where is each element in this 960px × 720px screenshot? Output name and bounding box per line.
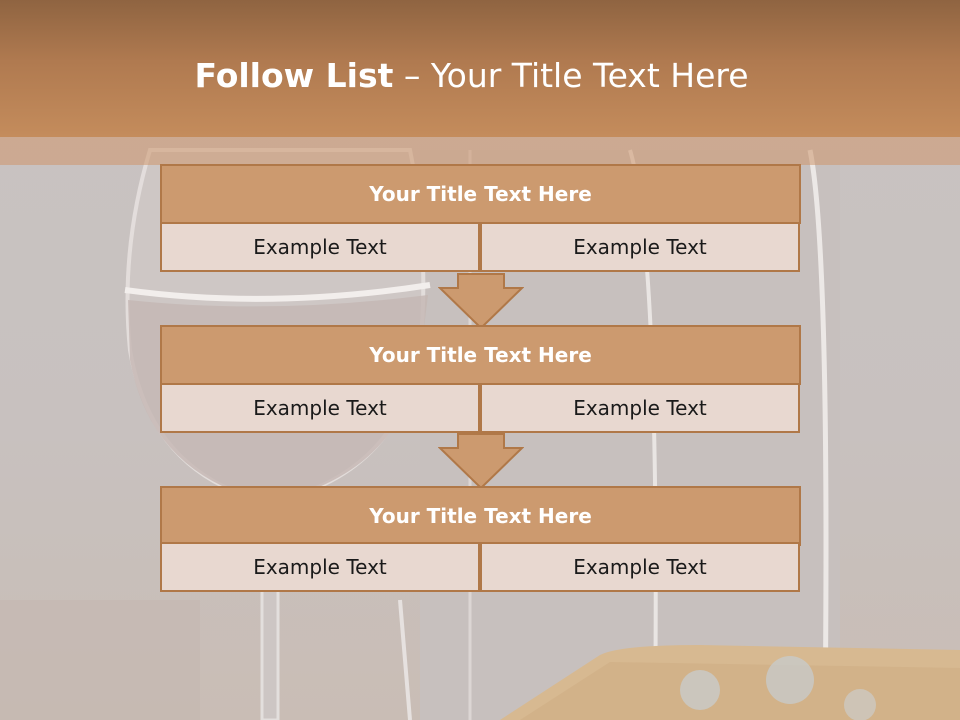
step-cell-right: Example Text	[480, 542, 800, 592]
step-cell-left: Example Text	[160, 383, 480, 433]
step-title: Your Title Text Here	[160, 164, 801, 224]
step-cell-right: Example Text	[480, 383, 800, 433]
step-title: Your Title Text Here	[160, 325, 801, 385]
slide-title: Follow List – Your Title Text Here	[0, 54, 943, 98]
down-arrow-icon	[438, 433, 524, 490]
header-strip	[0, 137, 960, 165]
step-block-2: Your Title Text Here Example Text Exampl…	[160, 325, 801, 433]
step-cell-right: Example Text	[480, 222, 800, 272]
step-cell-left: Example Text	[160, 542, 480, 592]
slide-title-rest: – Your Title Text Here	[393, 56, 749, 95]
down-arrow-icon	[438, 273, 524, 330]
step-title: Your Title Text Here	[160, 486, 801, 546]
step-block-3: Your Title Text Here Example Text Exampl…	[160, 486, 801, 592]
slide-title-bold: Follow List	[194, 56, 394, 95]
step-block-1: Your Title Text Here Example Text Exampl…	[160, 164, 801, 272]
step-cell-left: Example Text	[160, 222, 480, 272]
header-band	[0, 0, 960, 137]
